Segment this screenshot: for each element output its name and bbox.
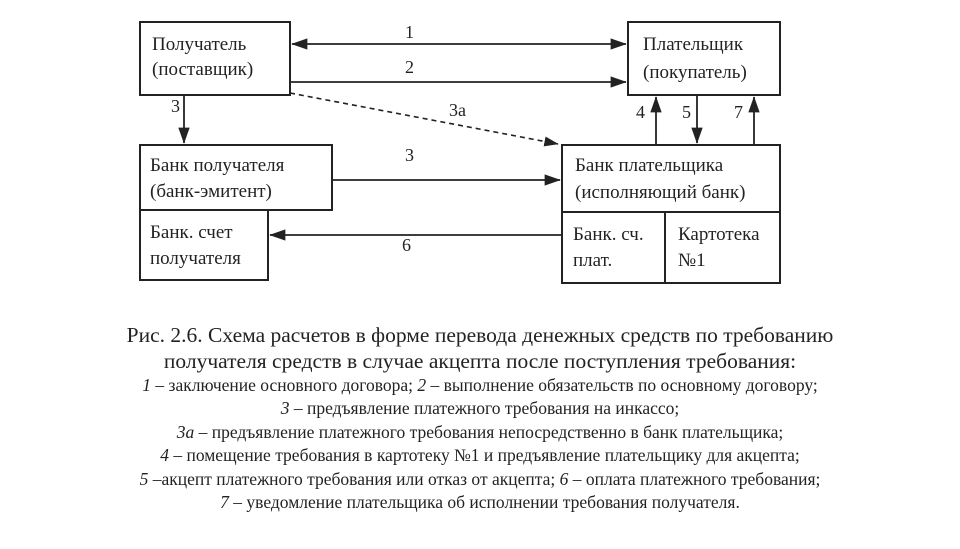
- legend-text: – выполнение обязательств по основному д…: [426, 375, 818, 395]
- legend-num: 7: [220, 492, 229, 513]
- card-file-line1: Картотека: [678, 224, 760, 245]
- legend-text: – уведомление плательщика об исполнении …: [228, 492, 740, 513]
- edge-label-7: 7: [734, 102, 743, 122]
- payer-account-line1: Банк. сч.: [573, 224, 644, 245]
- edge-label-4: 4: [636, 102, 645, 122]
- legend-line: 3а – предъявление платежного требования …: [40, 421, 920, 444]
- legend-num: 3: [280, 398, 290, 419]
- payer-account-line2: плат.: [573, 250, 612, 271]
- legend-text: – предъявление платежного требования неп…: [194, 421, 784, 442]
- legend-line: 5 –акцепт платежного требования или отка…: [40, 468, 920, 491]
- recipient-account-line1: Банк. счет: [150, 222, 233, 243]
- edge-label-3a: 3а: [449, 100, 466, 120]
- card-file-line2: №1: [678, 250, 706, 271]
- recipient-account-box: Банк. счет получателя: [139, 209, 269, 281]
- legend-num: 1: [142, 375, 152, 395]
- edge-label-3-right: 3: [405, 145, 414, 165]
- legend-num: 3а: [176, 421, 195, 442]
- recipient-account-line2: получателя: [150, 248, 241, 269]
- payer-account-cell: Банк. сч. плат.: [573, 224, 644, 271]
- legend-num: 5: [139, 468, 149, 489]
- legend-num: 4: [160, 445, 169, 466]
- edge-label-1: 1: [405, 22, 414, 42]
- legend-text: – оплата платежного требования;: [568, 468, 821, 489]
- edge-label-3-down: 3: [171, 96, 180, 116]
- caption-title-line1: Рис. 2.6. Схема расчетов в форме перевод…: [126, 323, 834, 347]
- payer-bank-box: Банк плательщика (исполняющий банк): [561, 144, 781, 284]
- card-file-cell: Картотека №1: [678, 224, 760, 271]
- recipient-bank-box: Банк получателя (банк-эмитент): [139, 144, 333, 211]
- payer-bank-line2: (исполняющий банк): [575, 182, 745, 203]
- recipient-box: Получатель (поставщик): [139, 21, 291, 96]
- payer-box: Плательщик (покупатель): [627, 21, 781, 96]
- recipient-bank-line2: (банк-эмитент): [150, 181, 272, 202]
- settlement-scheme-diagram: Получатель (поставщик) Плательщик (покуп…: [139, 21, 781, 284]
- edge-label-5: 5: [682, 102, 691, 122]
- payer-line1: Плательщик: [643, 34, 744, 55]
- legend-line: 7 – уведомление плательщика об исполнени…: [40, 491, 920, 514]
- recipient-line2: (поставщик): [152, 59, 253, 80]
- legend-line: 1 – заключение основного договора; 2 – в…: [40, 374, 920, 397]
- legend-text: – заключение основного договора;: [151, 375, 418, 395]
- legend-num: 6: [559, 468, 569, 489]
- legend-line: 3 – предъявление платежного требования н…: [40, 397, 920, 420]
- legend-text: –акцепт платежного требования или отказ …: [148, 468, 560, 489]
- legend-text: – предъявление платежного требования на …: [289, 398, 680, 419]
- arrow-3a-dashed: [289, 92, 559, 147]
- edge-label-6: 6: [402, 235, 411, 255]
- figure-caption: Рис. 2.6. Схема расчетов в форме перевод…: [40, 322, 920, 514]
- legend-text: – помещение требования в картотеку №1 и …: [168, 445, 800, 466]
- caption-title-line2: получателя средств в случае акцепта посл…: [163, 349, 797, 373]
- payer-bank-line1: Банк плательщика: [575, 155, 724, 176]
- recipient-bank-line1: Банк получателя: [150, 155, 285, 176]
- edge-label-2: 2: [405, 57, 414, 77]
- legend-line: 4 – помещение требования в картотеку №1 …: [40, 444, 920, 467]
- legend-num: 2: [417, 375, 427, 395]
- recipient-line1: Получатель: [152, 34, 247, 55]
- payer-line2: (покупатель): [643, 62, 747, 83]
